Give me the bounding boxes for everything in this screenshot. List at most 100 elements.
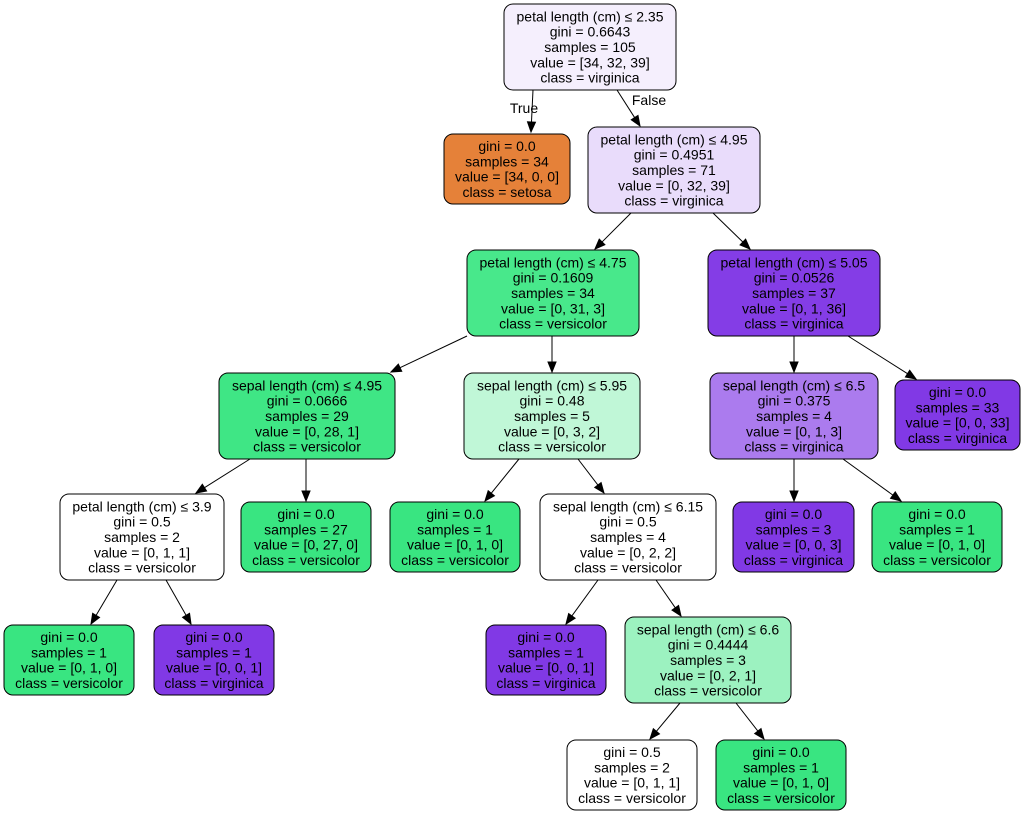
tree-edge: [649, 702, 681, 741]
tree-edge: [484, 458, 520, 503]
arrow-head-icon: [484, 489, 496, 503]
arrow-head-icon: [671, 604, 682, 618]
node-text-line: class = virginica: [908, 430, 1007, 446]
node-text-line: gini = 0.0526: [754, 270, 835, 286]
tree-edge: [789, 459, 799, 503]
node-text-line: samples = 1: [176, 644, 252, 660]
node-box: [218, 372, 396, 460]
node-text-line: samples = 1: [899, 521, 975, 537]
node-text-line: value = [0, 27, 0]: [254, 537, 358, 553]
edge-line: [577, 458, 599, 486]
node-text-line: value = [0, 28, 1]: [255, 423, 359, 439]
node-text-line: samples = 1: [417, 521, 493, 537]
node-text-line: samples = 71: [632, 162, 716, 178]
node-text-line: samples = 3: [670, 652, 746, 668]
arrow-head-icon: [90, 612, 101, 626]
node-text-line: value = [34, 0, 0]: [455, 169, 559, 185]
node-text-line: value = [0, 3, 2]: [504, 423, 600, 439]
node-text-line: gini = 0.0: [908, 506, 965, 522]
arrow-head-icon: [181, 612, 192, 626]
node-text-line: samples = 2: [594, 759, 670, 775]
node-text-line: gini = 0.1609: [513, 270, 594, 286]
arrow-head-icon: [889, 491, 903, 502]
arrow-head-icon: [526, 121, 537, 134]
node-text-line: value = [0, 1, 1]: [94, 544, 190, 560]
edge-line: [399, 335, 468, 369]
arrow-head-icon: [753, 727, 765, 741]
arrow-head-icon: [594, 238, 606, 250]
node-text-line: gini = 0.0: [185, 629, 242, 645]
arrow-head-icon: [194, 483, 208, 494]
edge-line: [490, 458, 520, 494]
node-text-line: samples = 2: [104, 529, 180, 545]
node-box: [503, 3, 677, 91]
edge-line: [530, 89, 534, 123]
edge-line: [616, 89, 636, 118]
node-text-line: class = versicolor: [88, 560, 196, 576]
node-text-line: class = virginica: [744, 316, 843, 332]
node-text-line: class = virginica: [496, 675, 595, 691]
node-box: [59, 493, 225, 581]
node-text-line: sepal length (cm) ≤ 6.6: [637, 621, 780, 637]
node-box: [587, 126, 761, 214]
edge-line: [165, 579, 187, 616]
tree-edge: False: [616, 89, 666, 128]
node-text-line: samples = 29: [265, 408, 349, 424]
node-text-line: class = versicolor: [727, 790, 835, 806]
tree-edge: [547, 336, 557, 374]
node-box: [153, 624, 275, 696]
node-text-line: value = [0, 2, 2]: [580, 544, 676, 560]
node-text-line: petal length (cm) ≤ 5.05: [721, 254, 868, 270]
node-box: [443, 133, 571, 205]
node-box: [466, 249, 640, 337]
edge-label: False: [632, 92, 666, 108]
node-text-line: samples = 4: [590, 529, 666, 545]
arrow-head-icon: [389, 363, 403, 373]
node-box: [240, 501, 372, 573]
node-text-line: class = versicolor: [574, 560, 682, 576]
edge-line: [842, 458, 894, 496]
node-text-line: value = [0, 1, 1]: [584, 775, 680, 791]
node-text-line: class = versicolor: [499, 316, 607, 332]
node-text-line: gini = 0.5: [113, 514, 170, 530]
node-text-line: samples = 1: [743, 759, 819, 775]
node-text-line: samples = 1: [31, 644, 107, 660]
edge-line: [95, 579, 118, 616]
node-text-line: value = [0, 1, 0]: [21, 660, 117, 676]
node-text-line: class = versicolor: [253, 439, 361, 455]
node-text-line: class = versicolor: [252, 552, 360, 568]
arrow-head-icon: [593, 481, 605, 495]
edge-line: [847, 335, 908, 375]
node-box: [715, 739, 847, 811]
node-text-line: class = versicolor: [15, 675, 123, 691]
edge-line: [655, 579, 676, 609]
node-box: [871, 501, 1003, 573]
node-text-line: gini = 0.6643: [550, 24, 631, 40]
arrow-head-icon: [547, 361, 557, 374]
node-text-line: value = [0, 0, 1]: [498, 660, 594, 676]
node-box: [463, 372, 641, 460]
node-text-line: petal length (cm) ≤ 4.95: [601, 131, 748, 147]
node-text-line: samples = 1: [508, 644, 584, 660]
node-text-line: petal length (cm) ≤ 3.9: [72, 498, 211, 514]
node-box: [3, 624, 135, 696]
node-text-line: samples = 27: [264, 521, 348, 537]
arrow-head-icon: [789, 490, 799, 503]
node-text-line: value = [0, 31, 3]: [501, 300, 605, 316]
edge-line: [735, 702, 759, 732]
node-text-line: gini = 0.4951: [634, 147, 715, 163]
node-text-line: petal length (cm) ≤ 4.75: [480, 254, 627, 270]
node-text-line: samples = 5: [514, 408, 590, 424]
node-text-line: class = versicolor: [883, 552, 991, 568]
node-text-line: class = versicolor: [401, 552, 509, 568]
